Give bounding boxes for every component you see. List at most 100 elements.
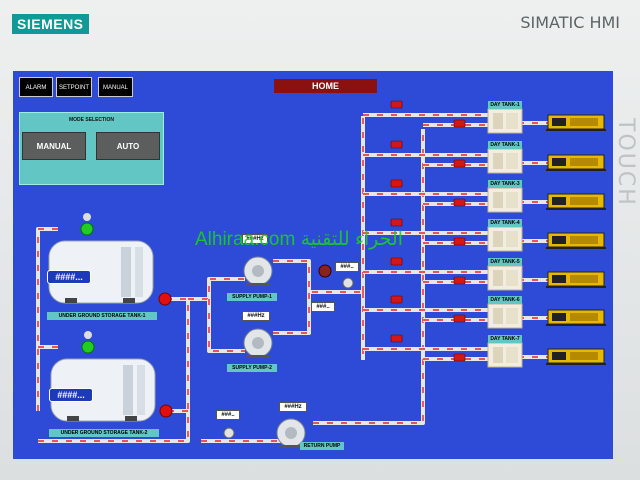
generator-2-alternator-icon (570, 158, 598, 166)
return-pump-suction-pipe (201, 426, 290, 443)
supply-pump-1-base-icon (246, 283, 270, 286)
storage-tank-1-saddle-left-icon (65, 298, 77, 303)
tank-outlet-collector-flow (38, 298, 189, 442)
day-tank-3-panel-icon (506, 192, 518, 208)
product-title: SIMATIC HMI (520, 13, 620, 32)
setpoint-button[interactable]: SETPOINT (56, 77, 92, 97)
return-pump-suction-flow (201, 426, 289, 442)
supply-pump-2-discharge-flow (273, 292, 310, 334)
home-title: HOME (274, 79, 377, 93)
day-tank-2-supply-valve[interactable] (390, 140, 403, 149)
manual-mode-button[interactable]: MANUAL (22, 132, 86, 160)
generator-6-alternator-icon (570, 313, 598, 321)
generator-2-engine-icon (552, 158, 566, 166)
return-pump-base-icon (279, 445, 303, 448)
generator-1-skid-icon (546, 129, 606, 131)
generator-5-skid-icon (546, 286, 606, 288)
supply-pump-2-label: SUPPLY PUMP-2 (227, 364, 277, 372)
tank-1-label: UNDER GROUND STORAGE TANK-1 (47, 312, 157, 320)
day-tank-5-supply-valve[interactable] (390, 257, 403, 266)
day-tank-7-return-valve[interactable] (453, 353, 466, 362)
day-tank-5-window-icon (493, 270, 503, 286)
day-tank-6-return-valve[interactable] (453, 314, 466, 323)
supply-pump-2-suction-pipe (207, 299, 245, 353)
mode-selection-panel: MODE SELECTION MANUAL AUTO (19, 112, 164, 185)
day-tank-3-return-valve[interactable] (453, 198, 466, 207)
alarm-button[interactable]: ALARM (19, 77, 53, 97)
supply-pump-2-frequency[interactable]: ###Hz (242, 311, 270, 321)
return-pump-impeller-icon (285, 427, 297, 439)
tank-1-vent-icon (83, 213, 91, 221)
generator-6-engine-icon (552, 313, 566, 321)
supply-pump-1-label: SUPPLY PUMP-1 (227, 293, 277, 301)
generator-2-skid-icon (546, 169, 606, 171)
generator-5-engine-icon (552, 275, 566, 283)
day-tank-1-window-icon (493, 113, 503, 129)
day-tank-5-return-valve[interactable] (453, 276, 466, 285)
tank-2-level: ####... (49, 388, 93, 402)
tank-1-inlet-valve[interactable] (80, 222, 94, 236)
tank-1-outlet-valve[interactable] (158, 292, 172, 306)
day-tank-1-supply-valve[interactable] (390, 100, 403, 109)
day-tank-6-supply-valve[interactable] (390, 295, 403, 304)
manual-nav-button[interactable]: MANUAL (98, 77, 133, 97)
storage-tank-1-band-icon (121, 247, 131, 297)
tank-2-inlet-valve[interactable] (81, 340, 95, 354)
day-tank-3-label: DAY TANK-3 (488, 180, 522, 188)
return-pump-label: RETURN PUMP (300, 442, 344, 450)
day-tank-7-label: DAY TANK-7 (488, 335, 522, 343)
tank-1-level: ####... (47, 270, 91, 284)
generator-7-alternator-icon (570, 352, 598, 360)
return-pump-frequency[interactable]: ###Hz (279, 402, 307, 412)
touch-text: TOUCH (613, 118, 638, 207)
day-tank-3-window-icon (493, 192, 503, 208)
day-tank-4-return-valve[interactable] (453, 237, 466, 246)
day-tank-5-panel-icon (506, 270, 518, 286)
storage-tank-2-band-icon (123, 365, 133, 415)
day-tank-4-supply-valve[interactable] (390, 218, 403, 227)
tank-2-label: UNDER GROUND STORAGE TANK-2 (49, 429, 159, 437)
supply-pump-1-suction-flow (188, 278, 245, 300)
flow-readout-top: ###.. (335, 262, 359, 272)
day-tank-6-window-icon (493, 308, 503, 324)
day-tank-6-panel-icon (506, 308, 518, 324)
day-tank-3-supply-valve[interactable] (390, 179, 403, 188)
day-tank-1-label: DAY TANK-1 (488, 101, 522, 109)
day-tank-2-return-valve[interactable] (453, 159, 466, 168)
day-tank-2-window-icon (493, 153, 503, 169)
storage-tank-1-saddle-right-icon (123, 298, 135, 303)
day-tank-5-label: DAY TANK-5 (488, 258, 522, 266)
generator-7-skid-icon (546, 363, 606, 365)
return-valve-icon[interactable] (223, 427, 235, 439)
day-tank-2-panel-icon (506, 153, 518, 169)
day-tank-6-label: DAY TANK-6 (488, 296, 522, 304)
generator-3-skid-icon (546, 208, 606, 210)
supply-pump-1-impeller-icon (252, 265, 264, 277)
day-tank-7-supply-valve[interactable] (390, 334, 403, 343)
auto-mode-button[interactable]: AUTO (96, 132, 160, 160)
generator-7-engine-icon (552, 352, 566, 360)
return-line-pipe (313, 129, 425, 425)
hmi-screen: ALARM SETPOINT MANUAL HOME MODE SELECTIO… (13, 71, 613, 459)
generator-1-engine-icon (552, 118, 566, 126)
storage-tank-2-end-icon (137, 365, 145, 415)
supply-pump-2-base-icon (246, 355, 270, 358)
generator-6-skid-icon (546, 324, 606, 326)
day-tank-1-return-valve[interactable] (453, 119, 466, 128)
generator-4-engine-icon (552, 236, 566, 244)
tank-2-outlet-valve[interactable] (159, 404, 173, 418)
fill-line-tank-1-flow (37, 228, 58, 411)
generator-1-alternator-icon (570, 118, 598, 126)
mode-selection-title: MODE SELECTION (68, 117, 114, 123)
day-tank-4-panel-icon (506, 231, 518, 247)
supply-pump-1-frequency[interactable]: ###Hz (242, 234, 268, 244)
storage-tank-2-saddle-left-icon (67, 416, 79, 421)
discharge-valve-icon[interactable] (342, 277, 354, 289)
flow-readout-bottom: ###.. (311, 302, 335, 312)
day-tank-2-label: DAY TANK-1 (488, 141, 522, 149)
return-line-flow (313, 129, 424, 424)
generator-3-engine-icon (552, 197, 566, 205)
day-tank-7-window-icon (493, 347, 503, 363)
storage-tank-1-end-icon (135, 247, 143, 297)
generator-4-skid-icon (546, 247, 606, 249)
